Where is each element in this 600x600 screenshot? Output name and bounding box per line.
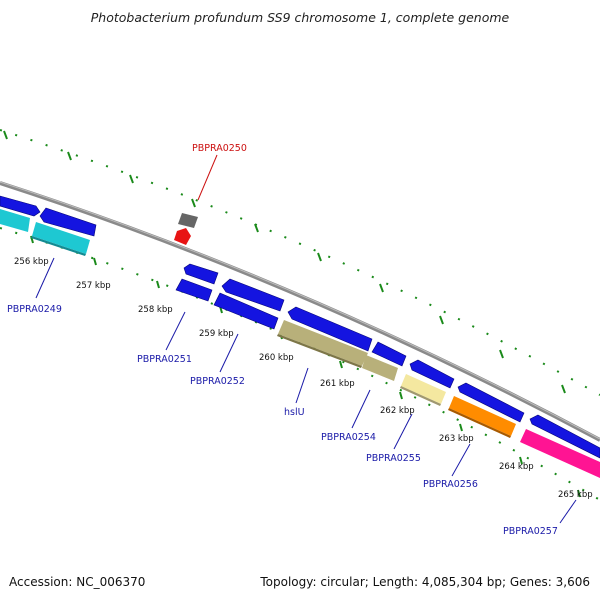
gene-label-PBPRA0255: PBPRA0255 <box>366 453 421 464</box>
tick-label-257: 257 kbp <box>76 281 111 291</box>
cds-arrow-blue <box>213 292 279 330</box>
gene-label-PBPRA0250: PBPRA0250 <box>192 143 247 154</box>
leader-line-PBPRA0254 <box>351 389 371 429</box>
tick-label-263: 263 kbp <box>439 434 474 444</box>
gene-block-PBPRA0249-left <box>0 209 30 232</box>
tick-label-259: 259 kbp <box>199 329 234 339</box>
cds-arrow-blue <box>371 341 407 367</box>
cds-arrow-blue <box>529 414 600 459</box>
cds-arrow-blue <box>409 359 455 389</box>
gene-block-grey <box>178 213 198 228</box>
leader-line-hslU <box>295 367 309 404</box>
gene-label-PBPRA0256: PBPRA0256 <box>423 479 478 490</box>
gene-label-PBPRA0251: PBPRA0251 <box>137 354 192 365</box>
topology-text: Topology: circular; Length: 4,085,304 bp… <box>260 575 590 589</box>
backbone-track <box>0 181 600 442</box>
gene-block-PBPRA0255 <box>401 374 446 404</box>
leader-line-PBPRA0257 <box>559 499 577 524</box>
tick-label-262: 262 kbp <box>380 406 415 416</box>
gene-block-PBPRA0254 <box>362 355 398 381</box>
gene-block-hslU <box>278 320 368 366</box>
leader-line-PBPRA0255 <box>393 413 413 450</box>
gene-block-PBPRA0255-shade <box>400 386 441 406</box>
tick-label-261: 261 kbp <box>320 379 355 389</box>
leader-line-PBPRA0256 <box>451 443 471 477</box>
cds-arrow-blue <box>183 263 219 285</box>
inner-dotted-ruler <box>0 227 600 501</box>
leader-line-PBPRA0251 <box>165 311 186 351</box>
gene-block-PBPRA0257 <box>520 429 600 478</box>
tick-label-265: 265 kbp <box>558 490 593 500</box>
leader-line-PBPRA0249 <box>35 257 55 299</box>
gene-label-PBPRA0249: PBPRA0249 <box>7 304 62 315</box>
gene-label-PBPRA0252: PBPRA0252 <box>190 376 245 387</box>
leader-line-PBPRA0250 <box>197 154 218 201</box>
accession-text: Accession: NC_006370 <box>9 575 146 589</box>
tick-label-264: 264 kbp <box>499 462 534 472</box>
gene-block-PBPRA0256 <box>449 396 516 436</box>
inner-major-ticks <box>30 235 581 498</box>
gene-label-hslU: hslU <box>284 407 305 418</box>
cds-arrow-blue <box>287 306 373 352</box>
tick-label-256: 256 kbp <box>14 257 49 267</box>
backbone-highlight <box>0 181 600 440</box>
cds-arrow-blue <box>175 278 213 302</box>
cds-arrow-blue <box>457 382 525 423</box>
outer-dotted-ruler <box>0 129 600 396</box>
gene-label-PBPRA0254: PBPRA0254 <box>321 432 376 443</box>
leader-line-PBPRA0252 <box>219 333 239 373</box>
map-title: Photobacterium profundum SS9 chromosome … <box>90 10 510 25</box>
cds-arrow-blue <box>39 207 97 237</box>
gene-block-PBPRA0249-shade <box>31 236 86 256</box>
gene-label-PBPRA0257: PBPRA0257 <box>503 526 558 537</box>
gene-block-hslU-shade <box>277 334 362 368</box>
tick-label-258: 258 kbp <box>138 305 173 315</box>
gene-block-PBPRA0249 <box>32 222 90 254</box>
tick-label-260: 260 kbp <box>259 353 294 363</box>
gene-block-PBPRA0250 <box>174 228 191 245</box>
cds-arrow-blue <box>0 195 41 217</box>
outer-major-ticks <box>3 130 566 394</box>
gene-block-PBPRA0256-shade <box>448 408 511 438</box>
cds-arrow-blue <box>221 278 285 312</box>
